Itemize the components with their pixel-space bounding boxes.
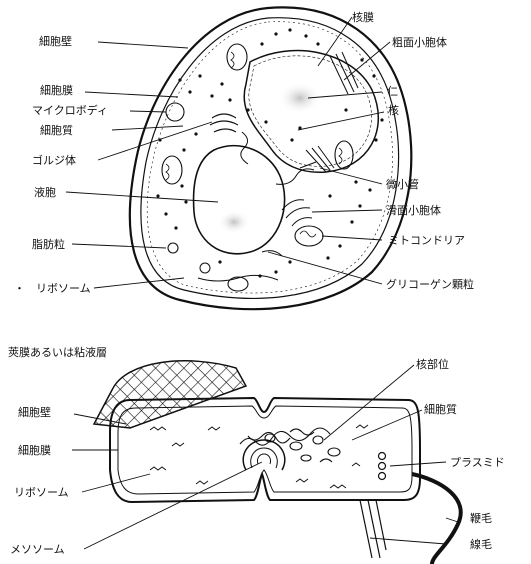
rough-er-shape bbox=[330, 52, 358, 94]
label-smooth-er: 滑面小胞体 bbox=[386, 204, 441, 217]
label-bacteria-cytoplasm: 細胞質 bbox=[424, 403, 457, 416]
vacuole-shape bbox=[194, 146, 285, 254]
label-bacteria-cell-membrane: 細胞膜 bbox=[18, 444, 51, 457]
nucleoid-shape bbox=[240, 428, 340, 462]
label-glycogen: グリコーゲン顆粒 bbox=[386, 278, 474, 291]
label-vacuole: 液胞 bbox=[34, 186, 56, 199]
label-nuclear-membrane: 核膜 bbox=[352, 11, 374, 24]
label-cell-membrane: 細胞膜 bbox=[40, 84, 73, 97]
plasmid-shapes bbox=[379, 453, 386, 480]
label-microbody: マイクロボディ bbox=[32, 104, 108, 117]
bacterial-cell bbox=[94, 361, 461, 564]
microtubule-shape bbox=[300, 146, 334, 172]
bacteria-membrane-shape bbox=[118, 406, 412, 494]
label-golgi: ゴルジ体 bbox=[32, 154, 76, 167]
label-plasmid: プラスミド bbox=[450, 456, 505, 469]
eukaryote-leader-lines bbox=[66, 17, 390, 288]
capsule-shape bbox=[94, 361, 246, 428]
microbody-shape bbox=[166, 103, 184, 121]
nucleolus-shape bbox=[278, 82, 322, 114]
golgi-shape bbox=[210, 114, 238, 132]
label-flagellum: 鞭毛 bbox=[470, 512, 492, 525]
pili-shapes bbox=[360, 500, 386, 558]
label-pilus: 線毛 bbox=[470, 538, 492, 551]
label-bacteria-ribosome: リボソーム bbox=[14, 486, 69, 499]
fat-droplet-shape bbox=[168, 243, 178, 253]
cell-wall-shape bbox=[130, 7, 411, 309]
label-microtubule: 微小管 bbox=[386, 178, 419, 191]
label-mitochondria: ミトコンドリア bbox=[388, 234, 465, 247]
label-cytoplasm: 細胞質 bbox=[40, 124, 73, 137]
mitochondria-shapes bbox=[162, 44, 353, 291]
smooth-er-shape bbox=[282, 200, 312, 226]
label-bacteria-cell-wall: 細胞壁 bbox=[18, 406, 51, 419]
label-nucleus: 核 bbox=[388, 104, 399, 117]
label-ribosome-dot: ・ bbox=[14, 282, 25, 295]
label-capsule: 莢膜あるいは粘液層 bbox=[8, 346, 107, 359]
label-cell-wall: 細胞壁 bbox=[39, 35, 72, 48]
label-rough-er: 粗面小胞体 bbox=[392, 36, 447, 49]
label-nucleolus: 仁 bbox=[387, 85, 398, 98]
label-mesosome: メソソーム bbox=[10, 543, 65, 556]
label-nucleoid: 核部位 bbox=[416, 358, 449, 371]
label-fat-droplet: 脂肪粒 bbox=[32, 238, 65, 251]
eukaryotic-cell bbox=[130, 7, 411, 309]
label-ribosome: リボソーム bbox=[36, 282, 91, 295]
